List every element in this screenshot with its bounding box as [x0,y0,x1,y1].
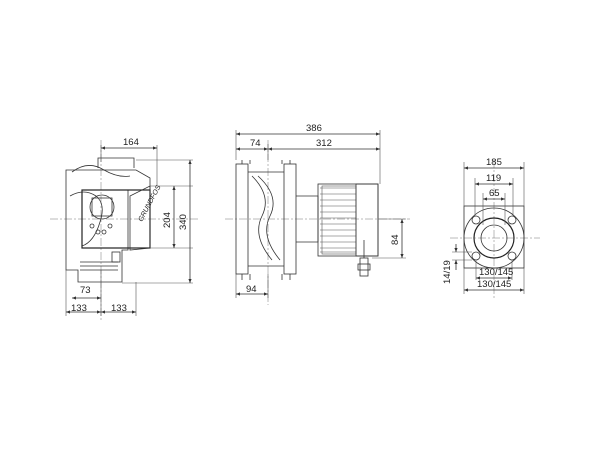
flange-dim-pcd-inner: 130/145 [479,267,513,278]
side-dim-right: 312 [316,138,332,149]
flange-dim-bore: 65 [489,188,500,199]
side-dim-bottom: 94 [246,284,257,295]
flange-dim-pcd-outer: 130/145 [477,279,511,290]
flange-view: 185 119 65 14/19 130/145 130/145 [442,157,540,300]
flange-dim-outer: 185 [486,157,502,168]
front-dim-bottom-right: 133 [111,303,127,314]
front-dim-right-outer: 340 [178,214,189,230]
front-dim-top: 164 [123,137,139,148]
front-dim-bottom-left: 133 [71,303,87,314]
front-dim-right-inner: 204 [162,212,173,228]
front-dim-bottom-inner: 73 [80,285,91,296]
side-dim-overall: 386 [306,123,322,134]
side-dim-motor-height: 84 [390,234,401,245]
flange-dim-hole: 14/19 [442,260,453,284]
side-dim-left: 74 [250,138,261,149]
flange-dim-bolt: 119 [486,173,501,184]
front-view: GRUNDFOS 164 204 340 73 133 133 [50,137,200,320]
side-view: 386 74 312 84 94 [225,123,410,305]
